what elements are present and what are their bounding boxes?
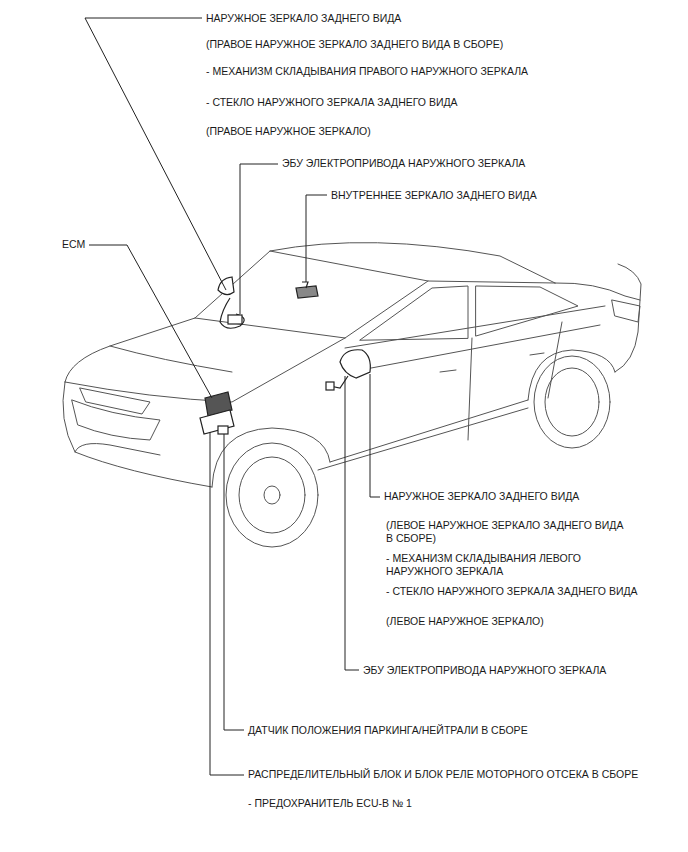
leader-line [306,195,327,282]
junction-block [200,410,234,434]
left-mirror-ecu [326,382,334,390]
leader-line [345,376,359,670]
side-crease [350,325,600,372]
rear-bumper [615,264,641,372]
part-label: (ЛЕВОЕ НАРУЖНОЕ ЗЕРКАЛО) [386,615,544,628]
front-hub [264,486,280,504]
leader-line [240,164,278,314]
part-label: ДАТЧИК ПОЛОЖЕНИЯ ПАРКИНГА/НЕЙТРАЛИ В СБО… [248,724,528,737]
belt-line [345,306,605,348]
leader-line [370,374,380,497]
rear-tire [534,356,610,448]
rear-window [476,286,578,336]
part-label: РАСПРЕДЕЛИТЕЛЬНЫЙ БЛОК И БЛОК РЕЛЕ МОТОР… [248,768,638,781]
sill [318,408,528,470]
a-pillar [345,281,428,338]
part-label: ЭБУ ЭЛЕКТРОПРИВОДА НАРУЖНОГО ЗЕРКАЛА [282,157,525,170]
part-label: НАРУЖНОЕ ЗЕРКАЛО ЗАДНЕГО ВИДА [384,490,579,503]
lower-intake [75,444,160,455]
roof-near [270,251,555,283]
front-bumper [63,382,212,487]
leader-line [85,18,226,290]
front-window [360,286,468,340]
part-label: - ПРЕДОХРАНИТЕЛЬ ECU-B № 1 [248,797,412,810]
hood-edge [65,318,195,382]
hood-crease [110,346,232,372]
inner-mirror [296,286,318,298]
front-rim [239,457,305,533]
fender-line [65,338,345,402]
park-neutral-switch [218,426,228,434]
part-label: (ПРАВОЕ НАРУЖНОЕ ЗЕРКАЛО) [206,125,371,138]
part-label: - МЕХАНИЗМ СКЛАДЫВАНИЯ ЛЕВОГО НАРУЖНОГО … [386,552,601,578]
cowl [195,318,345,338]
part-label: НАРУЖНОЕ ЗЕРКАЛО ЗАДНЕГО ВИДА [206,12,401,25]
leader-lines [85,18,380,775]
leader-line [224,434,244,730]
leader-line [210,432,244,775]
part-label: ECM [62,238,85,251]
left-mirror [340,350,370,378]
part-label: ЭБУ ЭЛЕКТРОПРИВОДА НАРУЖНОГО ЗЕРКАЛА [363,664,606,677]
part-label: ВНУТРЕННЕЕ ЗЕРКАЛО ЗАДНЕГО ВИДА [331,189,537,202]
door-handle [440,370,456,372]
car-outline [63,243,641,547]
door-handle [530,353,544,355]
headlight [80,388,150,414]
right-mirror-ecu [228,315,242,324]
trunk-lid [555,283,640,300]
inner-mirror-mount [302,282,308,288]
part-label: (ПРАВОЕ НАРУЖНОЕ ЗЕРКАЛО ЗАДНЕГО ВИДА В … [206,38,503,51]
part-label: - СТЕКЛО НАРУЖНОГО ЗЕРКАЛА ЗАДНЕГО ВИДА [386,585,638,598]
leader-line [89,245,212,398]
part-label: - СТЕКЛО НАРУЖНОГО ЗЕРКАЛА ЗАДНЕГО ВИДА [206,96,458,109]
tail-light [612,300,640,322]
part-label: - МЕХАНИЗМ СКЛАДЫВАНИЯ ПРАВОГО НАРУЖНОГО… [206,65,536,78]
front-tire [226,443,318,547]
right-mirror-wire [220,298,244,328]
part-label: (ЛЕВОЕ НАРУЖНОЕ ЗЕРКАЛО ЗАДНЕГО ВИДА В С… [386,519,626,545]
rocker [330,400,528,462]
rear-rim [545,368,599,436]
door-gap-front [468,338,472,440]
roof-far [195,243,555,318]
